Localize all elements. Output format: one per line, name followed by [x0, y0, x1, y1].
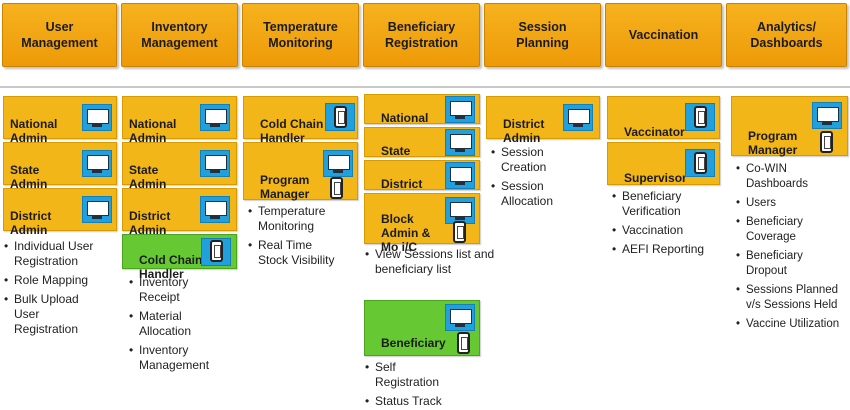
task-item: Session Allocation: [490, 179, 600, 209]
task-list: Session Creation Session Allocation: [486, 145, 600, 209]
column-user-management: National Admin State Admin District Admi…: [3, 96, 117, 341]
role-card-national-admin: National Admin: [364, 94, 480, 139]
phone-icon: [457, 332, 470, 354]
task-item: Inventory Management: [128, 343, 237, 373]
role-card-block-admin: Block Admin & Mo i/C: [364, 193, 480, 254]
task-item: Role Mapping: [3, 273, 117, 288]
column-temperature-monitoring: Cold Chain Handler Program Manager Tempe…: [243, 96, 358, 272]
role-label: District Admin: [10, 209, 52, 237]
task-item: Bulk Upload User Registration: [3, 292, 117, 337]
role-label: District Admin: [503, 117, 545, 145]
task-item: Beneficiary Verification: [611, 189, 720, 219]
column-beneficiary-registration: National Admin State Admin District Admi…: [364, 94, 494, 409]
monitor-icon: [200, 196, 230, 223]
role-label: State Admin: [129, 163, 167, 191]
role-card-supervisor: Supervisor: [607, 142, 720, 185]
phone-icon: [820, 131, 833, 153]
task-item: Beneficiary Coverage: [735, 215, 848, 245]
monitor-icon: [200, 104, 230, 131]
header-session-planning: Session Planning: [484, 3, 601, 67]
monitor-icon: [445, 96, 475, 123]
monitor-icon: [445, 162, 475, 189]
monitor-icon: [323, 150, 353, 177]
column-vaccination: Vaccinator Supervisor Beneficiary Verifi…: [607, 96, 720, 261]
task-list: Inventory Receipt Material Allocation In…: [122, 275, 237, 373]
monitor-icon: [563, 104, 593, 131]
role-card-cold-chain-handler: Cold Chain Handler: [122, 234, 237, 281]
task-item: Inventory Receipt: [128, 275, 237, 305]
task-item: Material Allocation: [128, 309, 237, 339]
role-label: Beneficiary: [381, 336, 446, 350]
task-list: Beneficiary Verification Vaccination AEF…: [607, 189, 720, 257]
column-session-planning: District Admin Session Creation Session …: [486, 96, 600, 213]
task-item: Beneficiary Dropout: [735, 249, 848, 279]
task-item: Co-WIN Dashboards: [735, 162, 848, 192]
monitor-icon: [445, 304, 475, 331]
role-label: Cold Chain Handler: [260, 117, 324, 145]
task-item: Individual User Registration: [3, 239, 117, 269]
self-task-list: Self Registration Status Track: [364, 360, 480, 410]
role-card-district-admin: District Admin: [364, 160, 480, 205]
column-inventory-management: National Admin State Admin District Admi…: [122, 96, 237, 377]
role-label: District Admin: [129, 209, 171, 237]
phone-icon: [330, 177, 343, 199]
role-card-national-admin: National Admin: [3, 96, 117, 145]
phone-icon: [694, 106, 707, 128]
task-item: Sessions Planned v/s Sessions Held: [735, 283, 848, 313]
monitor-icon: [82, 104, 112, 131]
task-item: Vaccination: [611, 223, 720, 238]
role-card-district-admin: District Admin: [3, 188, 117, 237]
task-item: Real Time Stock Visibility: [247, 238, 358, 268]
monitor-icon: [82, 196, 112, 223]
task-item: Temperature Monitoring: [247, 204, 358, 234]
task-item: Session Creation: [490, 145, 600, 175]
phone-icon: [453, 221, 466, 243]
role-card-district-admin: District Admin: [122, 188, 237, 237]
header-user-management: User Management: [2, 3, 117, 67]
role-label: National Admin: [129, 117, 177, 145]
monitor-icon: [812, 102, 842, 129]
role-label: Program Manager: [748, 129, 798, 157]
phone-icon: [334, 106, 347, 128]
role-card-state-admin: State Admin: [122, 142, 237, 191]
task-item: AEFI Reporting: [611, 242, 720, 257]
task-item: Vaccine Utilization: [735, 317, 848, 332]
role-label: State Admin: [10, 163, 48, 191]
role-card-vaccinator: Vaccinator: [607, 96, 720, 139]
phone-icon: [694, 152, 707, 174]
task-item: View Sessions list and beneficiary list: [364, 247, 504, 277]
header-divider: [0, 86, 850, 88]
task-list: Individual User Registration Role Mappin…: [3, 239, 117, 337]
role-card-program-manager: Program Manager: [731, 96, 848, 157]
task-list: View Sessions list and beneficiary list: [364, 247, 504, 277]
header-vaccination: Vaccination: [605, 3, 722, 67]
task-list: Co-WIN Dashboards Users Beneficiary Cove…: [731, 162, 848, 332]
column-analytics-dashboards: Program Manager Co-WIN Dashboards Users …: [731, 96, 848, 336]
task-item: Self Registration: [364, 360, 480, 390]
role-card-national-admin: National Admin: [122, 96, 237, 145]
monitor-icon: [82, 150, 112, 177]
role-card-cold-chain-handler: Cold Chain Handler: [243, 96, 358, 145]
header-inventory-management: Inventory Management: [121, 3, 238, 67]
role-label: Vaccinator: [624, 125, 685, 139]
header-temperature-monitoring: Temperature Monitoring: [242, 3, 359, 67]
task-list: Temperature Monitoring Real Time Stock V…: [243, 204, 358, 268]
role-card-state-admin: State Admin: [3, 142, 117, 191]
phone-icon: [210, 240, 223, 262]
role-label: Program Manager: [260, 173, 310, 201]
role-label: Supervisor: [624, 171, 687, 185]
monitor-icon: [200, 150, 230, 177]
role-card-program-manager: Program Manager: [243, 142, 358, 201]
role-card-state-admin: State Admin: [364, 127, 480, 172]
role-card-beneficiary: Beneficiary: [364, 300, 480, 356]
header-analytics-dashboards: Analytics/ Dashboards: [726, 3, 847, 67]
monitor-icon: [445, 197, 475, 224]
task-item: Status Track: [364, 394, 480, 409]
role-card-district-admin: District Admin: [486, 96, 600, 145]
monitor-icon: [445, 129, 475, 156]
role-label: National Admin: [10, 117, 58, 145]
header-beneficiary-registration: Beneficiary Registration: [363, 3, 480, 67]
task-item: Users: [735, 196, 848, 211]
